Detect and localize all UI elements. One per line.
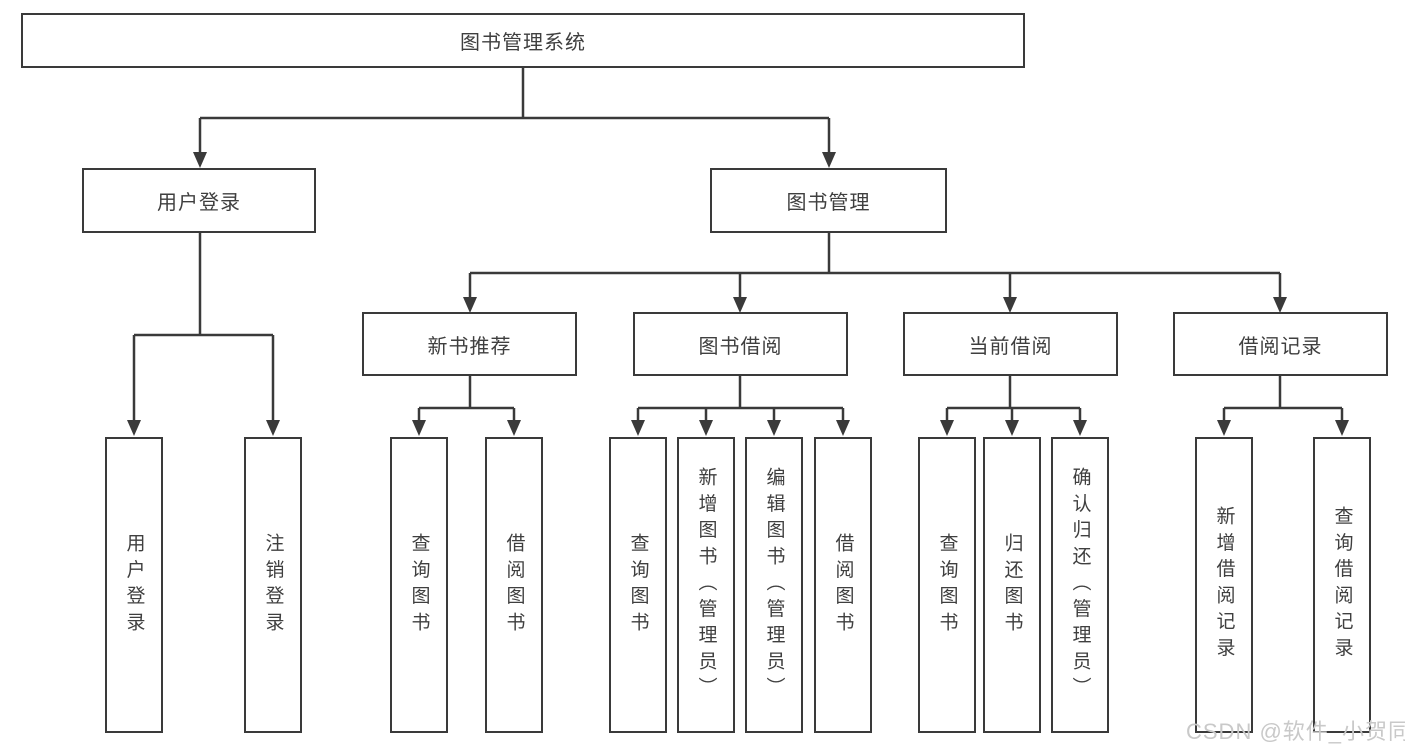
leaf-current-query-books: 查询图书 <box>918 437 976 733</box>
node-book-management-label: 图书管理 <box>786 192 871 214</box>
leaf-borrow-edit-books-admin: 编辑图书（管理员） <box>745 437 803 733</box>
node-book-borrowing: 图书借阅 <box>633 312 848 376</box>
node-book-borrowing-label: 图书借阅 <box>698 335 783 358</box>
leaf-current-confirm-return-admin: 确认归还（管理员） <box>1051 437 1109 733</box>
leaf-current-query-books-label: 查询图书 <box>936 532 958 638</box>
leaf-current-confirm-return-admin-label: 确认归还（管理员） <box>1069 467 1091 703</box>
node-current-borrowing: 当前借阅 <box>903 312 1118 376</box>
node-current-borrowing-label: 当前借阅 <box>968 335 1053 358</box>
leaf-current-return-books: 归还图书 <box>983 437 1041 733</box>
leaf-user-login-label: 用户登录 <box>123 532 145 638</box>
leaf-newbook-borrow-books: 借阅图书 <box>485 437 543 733</box>
leaf-records-query-record: 查询借阅记录 <box>1313 437 1371 733</box>
watermark: CSDN @软件_小贺同学 <box>1186 719 1405 744</box>
node-new-book-recommend: 新书推荐 <box>362 312 577 376</box>
node-book-management: 图书管理 <box>710 168 947 233</box>
leaf-newbook-borrow-books-label: 借阅图书 <box>503 532 525 638</box>
leaf-borrow-query-books: 查询图书 <box>609 437 667 733</box>
leaf-borrow-add-books-admin-label: 新增图书（管理员） <box>695 467 717 703</box>
leaf-borrow-borrow-books: 借阅图书 <box>814 437 872 733</box>
node-new-book-recommend-label: 新书推荐 <box>427 335 512 358</box>
leaf-records-query-record-label: 查询借阅记录 <box>1331 506 1353 664</box>
node-user-login: 用户登录 <box>82 168 316 233</box>
leaf-user-login: 用户登录 <box>105 437 163 733</box>
leaf-logout-label: 注销登录 <box>262 532 284 638</box>
leaf-borrow-edit-books-admin-label: 编辑图书（管理员） <box>763 467 785 703</box>
leaf-records-add-record-label: 新增借阅记录 <box>1213 506 1235 664</box>
leaf-newbook-query-books: 查询图书 <box>390 437 448 733</box>
leaf-borrow-borrow-books-label: 借阅图书 <box>832 532 854 638</box>
leaf-newbook-query-books-label: 查询图书 <box>408 532 430 638</box>
node-borrowing-records: 借阅记录 <box>1173 312 1388 376</box>
node-user-login-label: 用户登录 <box>157 192 241 214</box>
leaf-records-add-record: 新增借阅记录 <box>1195 437 1253 733</box>
leaf-current-return-books-label: 归还图书 <box>1001 532 1023 638</box>
node-root: 图书管理系统 <box>21 13 1025 68</box>
leaf-borrow-query-books-label: 查询图书 <box>627 532 649 638</box>
node-borrowing-records-label: 借阅记录 <box>1238 335 1323 358</box>
node-root-label: 图书管理系统 <box>460 32 586 54</box>
leaf-logout: 注销登录 <box>244 437 302 733</box>
leaf-borrow-add-books-admin: 新增图书（管理员） <box>677 437 735 733</box>
